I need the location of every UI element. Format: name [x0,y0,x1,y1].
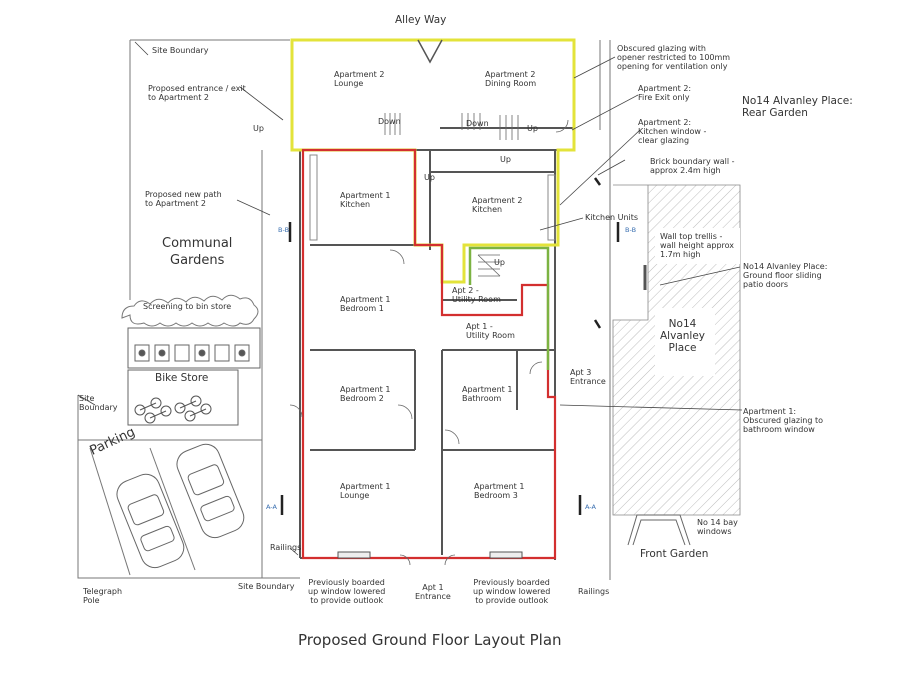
site-boundary-bottom-label: Site Boundary [238,582,295,591]
railings-left-label: Railings [270,543,302,552]
apartment-3-outline [468,246,550,370]
bay-windows [627,514,691,546]
fire-exit-label: Apartment 2:Fire Exit only [638,84,692,102]
section-bb-label: B-B [278,226,290,234]
down-label: Down [378,117,401,126]
up-label: Up [494,258,505,267]
up-label: Up [500,155,511,164]
up-label: Up [424,173,435,182]
kitchen-window-label: Apartment 2:Kitchen window -clear glazin… [638,118,707,145]
front-garden-label: Front Garden [640,548,709,560]
alley-way-label: Alley Way [395,14,447,26]
bike-store-label: Bike Store [155,372,209,384]
no14-hatched-area [612,184,741,516]
screening-label: Screening to bin store [143,302,232,311]
screening-hedge [121,294,259,327]
brick-wall-label: Brick boundary wall -approx 2.4m high [650,157,735,175]
down-label: Down [466,119,489,128]
stairs [384,113,519,277]
car-icon [116,443,245,569]
kitchen-units [309,154,556,241]
door-swings [289,119,569,566]
section-aa-label: A-A [585,503,596,511]
section-bb-label: B-B [625,226,637,234]
site-boundary-top-label: Site Boundary [152,46,209,55]
apartment-1-outline [301,148,557,560]
up-label: Up [527,124,538,133]
railings-right-label: Railings [578,587,610,596]
leader-lines [77,41,743,556]
front-bay [417,39,443,64]
patio-doors-label: No14 Alvanley Place:Ground floor sliding… [743,262,828,289]
building-walls [291,39,575,560]
rear-garden-label: No14 Alvanley Place:Rear Garden [742,95,853,119]
parking-area [77,439,263,579]
section-aa-label: A-A [266,503,277,511]
room-apt2-utility: Apt 2 -Utility Room [452,286,501,304]
bike-store [127,369,239,426]
lowered-windows [337,551,523,559]
section-markers [280,177,620,515]
kitchen-units-label: Kitchen Units [585,213,639,222]
plan-title: Proposed Ground Floor Layout Plan [298,631,562,649]
up-label: Up [253,124,264,133]
bin-store [127,327,261,369]
room-apt1-utility: Apt 1 -Utility Room [466,322,515,340]
